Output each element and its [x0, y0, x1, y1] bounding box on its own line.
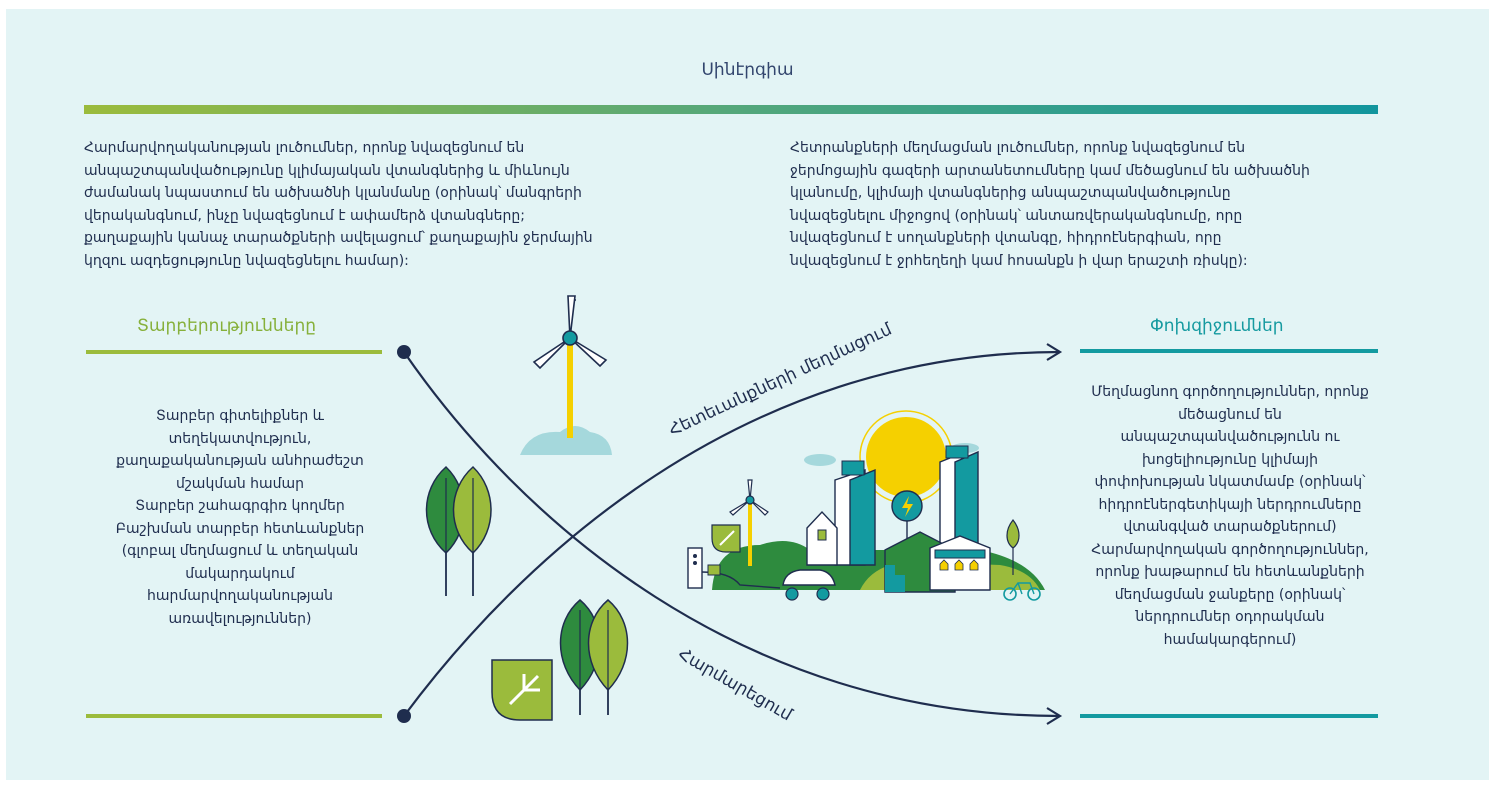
adaptation-curve [403, 351, 1061, 718]
arrowhead-top-icon [1046, 343, 1063, 361]
paragraph-line: ժամանակ նպաստում են ածխածնի կլանմանը (օր… [84, 185, 582, 201]
paragraph-line: նվազեցնելու միջոցով (օրինակ՝ անտառվերակա… [790, 207, 1243, 224]
list-item: մեղմացման ջանքերը (օրինակ՝ [1114, 586, 1346, 603]
title-underline-gradient-bar [84, 105, 1378, 114]
list-item: հարմարվողականության [146, 588, 334, 604]
list-item: Տարբեր գիտելիքներ և [155, 408, 325, 424]
list-item: համակարգերում) [1163, 631, 1297, 648]
list-item: խոցելիությունը կլիմայի [1142, 451, 1318, 468]
list-item: մակարդակում [185, 565, 295, 582]
paragraph-line: նվազեցնում է սողանքների վտանգը, հիդրոէնե… [790, 230, 1222, 246]
sustainable-city-illustration [687, 410, 1045, 601]
curve-start-dot-top [397, 345, 411, 359]
trees-bottom-icon [559, 599, 629, 715]
list-item: քաղաքականության անհրաժեշտ [116, 453, 364, 469]
list-item: Մեղմացնող գործողություններ, որոնք [1091, 384, 1369, 400]
list-item: անպաշտպանվածությունն ու [1120, 429, 1340, 445]
paragraph-line: Հետրանքների մեղմացման լուծումներ, որոնք … [790, 140, 1246, 156]
tradeoffs-list: Մեղմացնող գործողություններ, որոնք մեծացն… [1075, 381, 1385, 651]
paragraph-line: կղզու ազդեցությունը նվազեցնելու համար): [84, 252, 409, 269]
paragraph-line: ջերմոցային գազերի արտանետումները կամ մեծ… [790, 162, 1310, 179]
trees-left-icon [425, 465, 492, 596]
paragraph-line: Հարմարվողականության լուծումներ, որոնք նվ… [84, 140, 525, 156]
list-item: ներդրումներ օդորակման [1135, 609, 1325, 625]
mitigation-curve [403, 350, 1061, 717]
tradeoffs-heading: Փոխզիջումներ [1150, 316, 1284, 336]
paragraph-line: անպաշտպանվածությունը կլիմայական վտանգներ… [84, 162, 570, 179]
list-item: Հարմարվողական գործողություններ, [1091, 541, 1369, 558]
differences-heading: Տարբերությունները [137, 316, 317, 336]
paragraph-line: կլանումը, կլիմայի վտանգներից անպաշտպանվա… [790, 185, 1231, 201]
list-item: Բաշխման տարբեր հետևանքներ [115, 520, 365, 537]
list-item: վտանգված տարածքներում) [1123, 519, 1337, 535]
list-item: մշակման համար [175, 475, 305, 492]
wind-turbine-icon [520, 295, 612, 455]
paragraph-line: քաղաքային կանաչ տարածքների ավելացում՝ քա… [84, 230, 593, 246]
paragraph-line: վերականգնում, ինչը նվազեցնում է ափամերձ … [84, 207, 525, 224]
leaf-tile-icon [491, 659, 553, 721]
arrowhead-bottom-icon [1046, 707, 1063, 725]
list-item: հիդրոէներգետիկայի ներդրումները [1098, 496, 1362, 513]
list-item: առավելություններ) [168, 610, 312, 627]
list-item: Տարբեր շահագրգիռ կողմեր [135, 498, 345, 514]
curve-start-dot-bottom [397, 709, 411, 723]
list-item: տեղեկատվություն, [168, 430, 312, 447]
list-item: որոնք խաթարում են հետևանքների [1095, 564, 1365, 580]
list-item: (գլոբալ մեղմացում և տեղական [121, 543, 359, 559]
list-item: մեծացնում են [1178, 406, 1282, 423]
synergy-adaptation-paragraph: Հարմարվողականության լուծումներ, որոնք նվ… [84, 137, 684, 272]
page-title: Սինէրգիա [701, 60, 794, 80]
synergy-mitigation-paragraph: Հետրանքների մեղմացման լուծումներ, որոնք … [790, 137, 1390, 272]
paragraph-line: նվազեցնում է ջրհեղեղի կամ հոսանքն ի վար … [790, 252, 1248, 269]
differences-list: Տարբեր գիտելիքներ և տեղեկատվություն, քաղ… [100, 405, 380, 630]
list-item: փոփոխության նկատմամբ (օրինակ՝ [1094, 474, 1366, 490]
background-panel [6, 9, 1489, 780]
adaptation-curve-label: Հարմարեցում [675, 644, 796, 725]
